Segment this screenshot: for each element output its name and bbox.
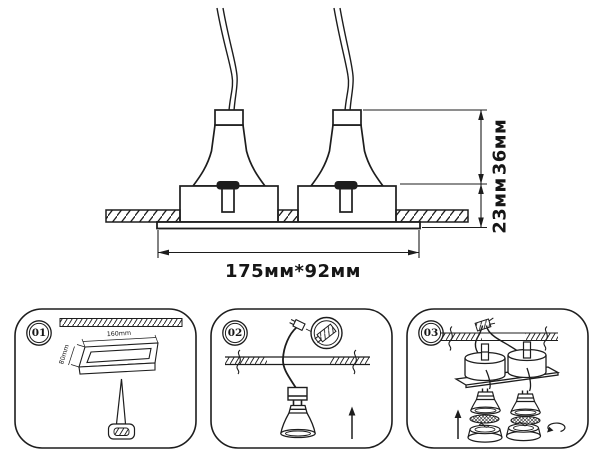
lamp-feed-wires [485,367,532,392]
cutout-depth-label: 80mm [58,344,71,365]
step-01-number: 01 [32,327,47,339]
wire-connector [474,317,496,332]
main-technical-drawing: 175мм*92мм 36мм 23мм [105,7,511,282]
gu10-lamp-left [470,388,501,415]
lamp-right-bell [309,124,385,187]
step-02-number: 02 [228,327,243,339]
gu10-lamp [280,400,316,439]
ceiling-section [440,326,558,351]
lamp-right-socket-cap [332,109,362,126]
cutout-template: 160mm 80mm [58,330,159,375]
panel-02-border [210,308,393,449]
gu10-lamp-right [510,390,541,417]
cutting-tool [107,378,136,440]
step-03-number: 03 [424,327,439,339]
lamp-right [297,109,397,223]
lamp-cup-left [464,351,506,382]
trim-plate [156,221,421,230]
break-mark-right [543,326,548,351]
ceiling-cross-section [105,209,469,223]
panel-01-border [14,308,197,449]
power-cable-left [216,7,238,112]
clip-right [334,181,358,190]
ceiling-strip [59,318,183,327]
step-panel-02: 02 [210,308,393,449]
magnifier-detail [310,316,343,350]
step-02-badge: 02 [222,320,248,346]
trim-ring-right [505,421,542,442]
step-03-badge: 03 [418,320,444,346]
panel-03-border [406,308,589,449]
step-01-badge: 01 [26,320,52,346]
spring-clip-right [522,341,532,359]
supply-cable [282,326,298,389]
lamp-left-bell [191,124,267,187]
ceiling-section [225,349,370,375]
power-cable-right [333,7,354,112]
spring-clip-left [480,343,490,361]
step-panel-03: 03 [406,308,589,449]
dim-height-above-label: 36мм [490,119,511,175]
break-mark-left [236,349,241,375]
break-mark-left [448,326,453,351]
cable-connector [289,318,306,332]
rotate-arrow [547,422,566,433]
louver-mesh-left [469,414,500,424]
step-panel-01: 01 160mm 80mm [14,308,197,449]
cutout-width-label: 160mm [107,330,132,338]
housing-left [179,185,279,223]
housing-right [297,185,397,223]
dimension-plate-size: 175мм*92мм [157,230,420,282]
lamp-left-socket-cap [214,109,244,126]
lamp-socket [287,386,308,401]
break-mark-right [352,349,357,375]
dimension-heights: 36мм 23мм [363,109,511,234]
insert-arrow-up [454,409,462,439]
trim-ring-left [467,423,503,443]
clip-left [216,181,240,190]
insert-arrow-up [348,406,356,439]
dim-plate-label: 175мм*92мм [225,261,361,282]
lamp-left [179,109,279,223]
dim-recess-label: 23мм [490,177,511,233]
